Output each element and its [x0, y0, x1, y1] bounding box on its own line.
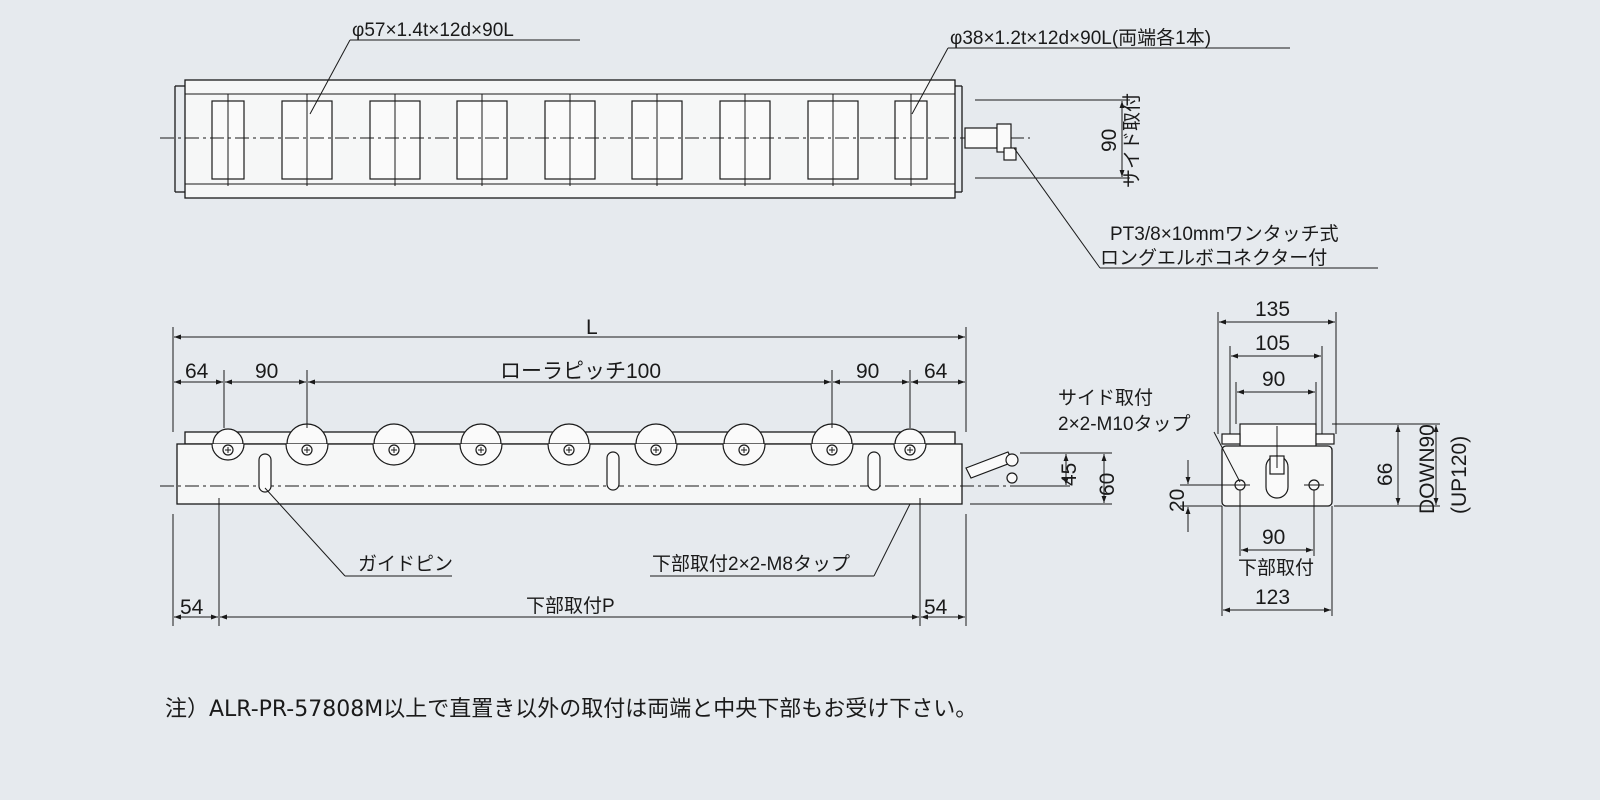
guide-pin-slot [606, 451, 620, 491]
dim-right-pitch: 90 [856, 360, 879, 383]
front-roller-top [894, 428, 926, 445]
front-view: L 64 90 ローラピッチ100 90 64 45 60 ガイドピン 下部取付… [160, 316, 1119, 626]
bottom-tap-label: 下部取付2×2-M8タップ [652, 553, 850, 575]
side-dim-90-bottom: 90 [1262, 526, 1285, 549]
length-label: L [586, 316, 598, 339]
side-dim-90-top: 90 [1262, 368, 1285, 391]
footnote: 注）ALR-PR-57808M以上で直置き以外の取付は両端と中央下部もお受け下さ… [165, 697, 977, 722]
front-rollers [212, 423, 926, 445]
dim-left-pitch: 90 [255, 360, 278, 383]
down-label: DOWN90 [1416, 424, 1439, 514]
bottom-pitch-label: 下部取付P [526, 595, 615, 617]
front-roller-top [460, 423, 502, 445]
side-mount-label: サイド取付 [1058, 387, 1153, 409]
end-roller-spec-label: φ38×1.2t×12d×90L(両端各1本) [950, 27, 1211, 49]
side-dim-123: 123 [1255, 586, 1290, 609]
dim-bottom-left: 54 [180, 596, 204, 619]
dim-45: 45 [1058, 463, 1081, 486]
connector-label-line1: PT3/8×10mmワンタッチ式 [1110, 223, 1339, 245]
guide-pin-label: ガイドピン [358, 553, 453, 575]
side-tap-label: 2×2-M10タップ [1058, 413, 1191, 435]
side-dim-66: 66 [1374, 463, 1397, 486]
front-roller-top [635, 423, 677, 445]
front-roller-top [212, 428, 244, 445]
side-dim-105: 105 [1255, 332, 1290, 355]
up-label: (UP120) [1448, 436, 1471, 514]
dim-60: 60 [1096, 473, 1119, 496]
side-roller [1239, 423, 1317, 449]
side-dim-90: 90 [1098, 129, 1121, 152]
roller-spec-label: φ57×1.4t×12d×90L [352, 20, 514, 41]
front-roller-top [548, 423, 590, 445]
dim-left-end: 64 [185, 360, 209, 383]
dim-right-end: 64 [924, 360, 948, 383]
front-cutouts [211, 443, 927, 466]
front-connector [965, 451, 1019, 484]
guide-pin-slot [867, 451, 881, 491]
side-dim-20: 20 [1166, 489, 1189, 512]
side-view: 135 105 90 サイド取付 2×2-M10タップ 20 66 DOWN90… [1058, 298, 1471, 616]
top-view: PT3/8×10mmワンタッチ式 ロングエルボコネクター付 φ57×1.4t×1… [160, 20, 1378, 269]
front-roller-top [723, 423, 765, 445]
dim-bottom-right: 54 [924, 596, 948, 619]
roller-pitch-label: ローラピッチ100 [500, 360, 661, 383]
top-side-mount-label: サイド取付 [1121, 93, 1143, 188]
front-roller-top [373, 423, 415, 445]
connector-label-line2: ロングエルボコネクター付 [1100, 247, 1327, 269]
top-rollers [211, 94, 928, 186]
elbow-connector [964, 123, 1017, 161]
guide-pin-slot [258, 453, 272, 493]
side-dim-135: 135 [1255, 298, 1290, 321]
bottom-mount-label: 下部取付 [1238, 557, 1314, 579]
